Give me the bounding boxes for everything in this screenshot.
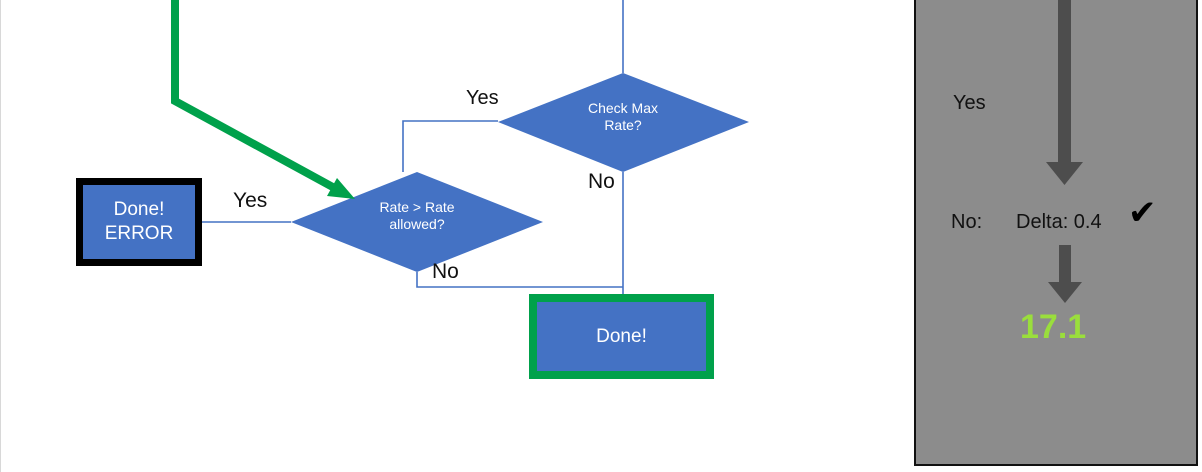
panel-no-label: No: [951, 211, 983, 233]
decision-check-max-rate-shape[interactable] [498, 73, 749, 172]
arrow-down-long-icon [1046, 0, 1083, 185]
green-feedback-arrow [171, 0, 355, 199]
panel-yes-label: Yes [953, 92, 986, 114]
process-done-error[interactable]: Done! ERROR [76, 178, 202, 266]
side-panel-graphics [1046, 0, 1083, 303]
side-panel: Yes No: Delta: 0.4 ✔ 17.1 [914, 0, 1198, 466]
edge-label-yes-to-error: Yes [233, 189, 268, 212]
panel-delta-label: Delta: 0.4 [1016, 211, 1102, 233]
process-done-error-line2: ERROR [104, 223, 174, 244]
flowchart-canvas: Check Max Rate? Rate > Rate allowed? Don… [0, 0, 749, 472]
edge-label-yes-to-rate-check: Yes [466, 87, 499, 109]
decision-rate-gt-allowed-shape[interactable] [291, 172, 543, 272]
check-mark-icon: ✔ [1128, 194, 1157, 232]
connector-no-to-done-ok [416, 272, 623, 288]
edge-label-no-to-done: No [432, 260, 459, 283]
arrow-down-short-icon [1048, 245, 1082, 303]
edge-label-no-from-check-max: No [588, 170, 615, 193]
process-done-ok[interactable]: Done! [529, 294, 714, 379]
flowchart-graphics [171, 0, 749, 294]
connector-yes-to-rate-check [402, 120, 498, 172]
process-done-ok-line1: Done! [596, 325, 647, 347]
panel-result-value: 17.1 [1020, 308, 1087, 346]
process-done-error-line1: Done! [113, 199, 165, 221]
